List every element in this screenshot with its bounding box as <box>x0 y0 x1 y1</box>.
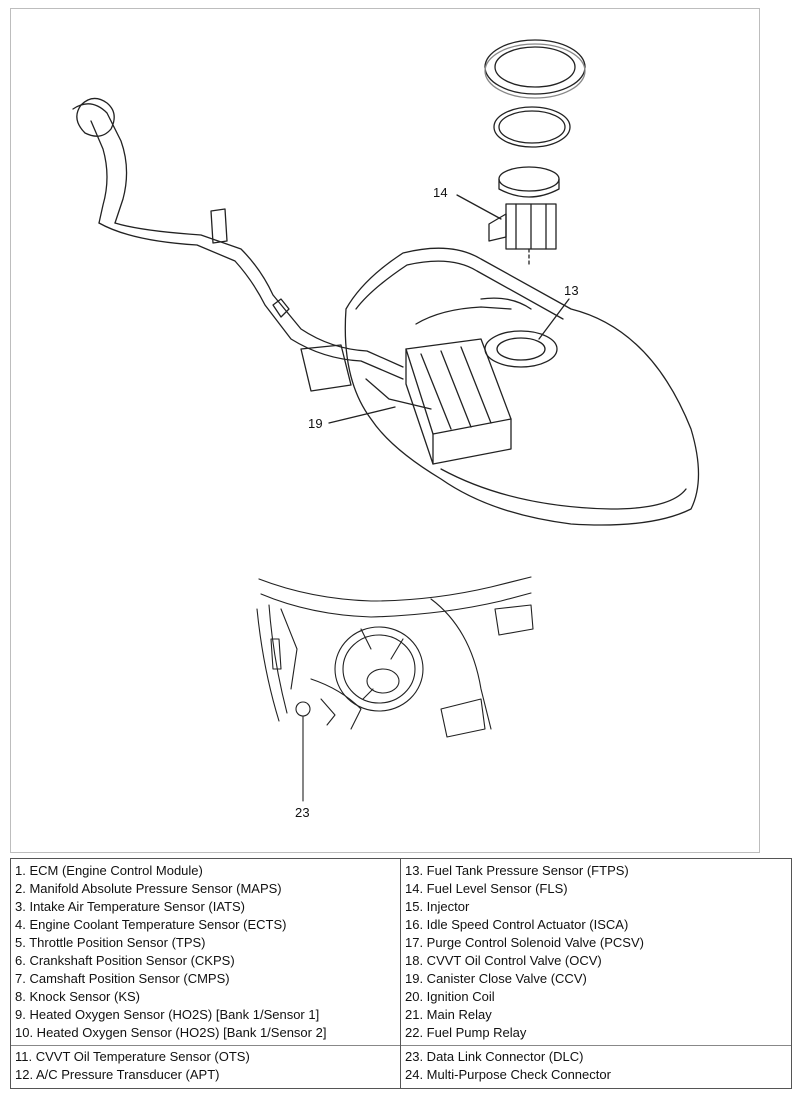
legend-right-column: 13. Fuel Tank Pressure Sensor (FTPS) 14.… <box>401 859 791 1088</box>
leader-13 <box>538 298 570 340</box>
filler-neck-drawing <box>72 97 512 410</box>
callout-19: 19 <box>308 416 323 431</box>
legend-item: 5. Throttle Position Sensor (TPS) <box>15 935 206 950</box>
legend-item: 22. Fuel Pump Relay <box>405 1025 527 1040</box>
legend-item: 6. Crankshaft Position Sensor (CKPS) <box>15 953 235 968</box>
callout-23: 23 <box>295 805 310 820</box>
legend-item: 11. CVVT Oil Temperature Sensor (OTS) <box>15 1049 250 1064</box>
callout-13: 13 <box>564 283 579 298</box>
legend-left-column: 1. ECM (Engine Control Module) 2. Manifo… <box>11 859 401 1088</box>
legend-item: 20. Ignition Coil <box>405 989 495 1004</box>
callout-14: 14 <box>433 185 448 200</box>
legend-item: 17. Purge Control Solenoid Valve (PCSV) <box>405 935 644 950</box>
legend-item: 13. Fuel Tank Pressure Sensor (FTPS) <box>405 863 629 878</box>
legend-item: 2. Manifold Absolute Pressure Sensor (MA… <box>15 881 282 896</box>
fuel-tank-drawing <box>344 247 700 526</box>
component-figure: 14 13 19 23 <box>10 8 760 853</box>
lock-ring-drawing <box>484 39 586 99</box>
fuel-pump-module-drawing <box>488 166 560 266</box>
legend-separator <box>11 1045 400 1046</box>
legend-item: 23. Data Link Connector (DLC) <box>405 1049 584 1064</box>
legend-item: 7. Camshaft Position Sensor (CMPS) <box>15 971 230 986</box>
legend-item: 21. Main Relay <box>405 1007 492 1022</box>
dashboard-drawing <box>256 576 534 802</box>
legend-item: 12. A/C Pressure Transducer (APT) <box>15 1067 220 1082</box>
fuel-system-drawing <box>72 39 700 802</box>
legend-item: 10. Heated Oxygen Sensor (HO2S) [Bank 1/… <box>15 1025 327 1040</box>
legend-item: 1. ECM (Engine Control Module) <box>15 863 203 878</box>
legend-item: 18. CVVT Oil Control Valve (OCV) <box>405 953 602 968</box>
legend-item: 8. Knock Sensor (KS) <box>15 989 140 1004</box>
legend-item: 3. Intake Air Temperature Sensor (IATS) <box>15 899 246 914</box>
leader-19 <box>328 406 396 424</box>
component-legend-table: 1. ECM (Engine Control Module) 2. Manifo… <box>10 858 792 1089</box>
gasket-drawing <box>493 106 571 148</box>
legend-item: 15. Injector <box>405 899 470 914</box>
legend-item: 9. Heated Oxygen Sensor (HO2S) [Bank 1/S… <box>15 1007 320 1022</box>
legend-item: 19. Canister Close Valve (CCV) <box>405 971 587 986</box>
legend-item: 24. Multi-Purpose Check Connector <box>405 1067 611 1082</box>
canister-drawing <box>405 338 512 465</box>
legend-item: 4. Engine Coolant Temperature Sensor (EC… <box>15 917 287 932</box>
legend-item: 14. Fuel Level Sensor (FLS) <box>405 881 568 896</box>
legend-separator <box>401 1045 791 1046</box>
legend-item: 16. Idle Speed Control Actuator (ISCA) <box>405 917 629 932</box>
leader-14 <box>456 194 502 220</box>
